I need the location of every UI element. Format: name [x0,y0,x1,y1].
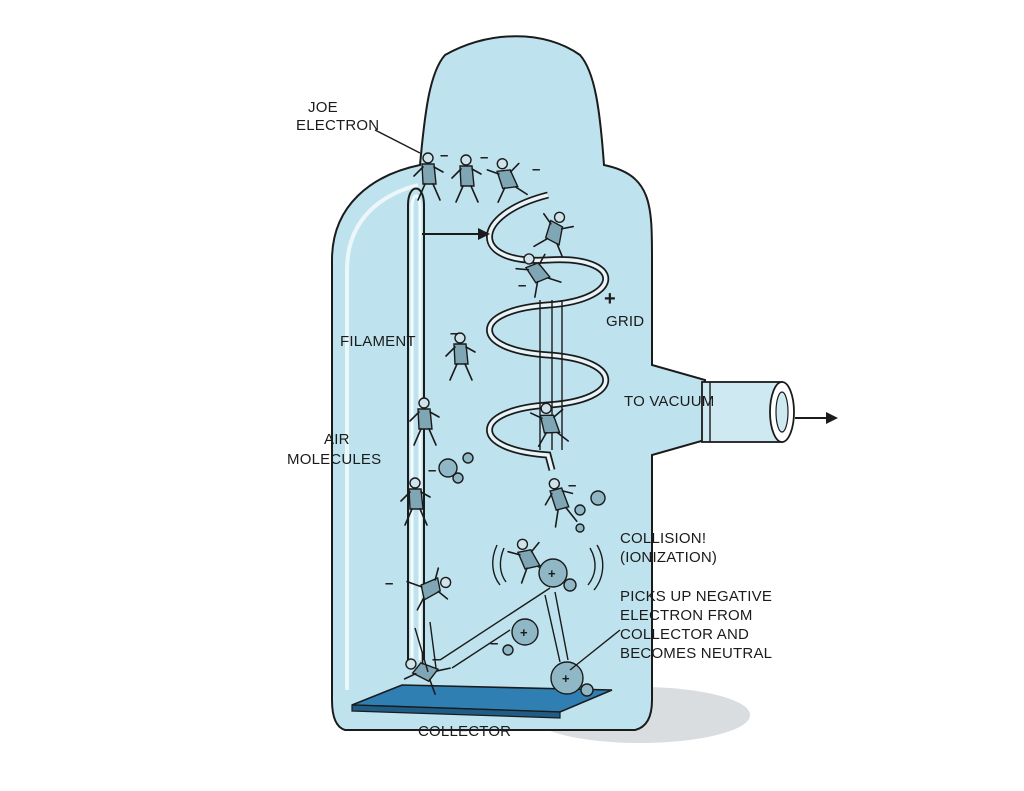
filament [407,187,425,660]
charge-signs: – – – – – – – – – – + + + + [385,147,616,686]
air-label-line1: AIR [324,431,350,448]
minus-sign: – [532,161,540,178]
leader-lines [374,129,621,671]
minus-sign: – [428,462,436,479]
picks-label-line4: BECOMES NEUTRAL [620,645,772,662]
labels: JOE ELECTRON FILAMENT AIR MOLECULES GRID… [287,99,772,740]
vacuum-arrow [795,412,838,424]
minus-sign: – [480,149,488,166]
picks-label-line2: ELECTRON FROM [620,607,753,624]
grid-plus-sign: + [604,288,616,310]
picks-label-line3: COLLECTOR AND [620,626,749,643]
collision-label-line1: COLLISION! [620,530,706,547]
collision-lines [414,544,604,673]
plus-sign: + [562,671,570,686]
air-label-line2: MOLECULES [287,451,381,468]
plus-sign: + [520,625,528,640]
electron-flow-arrow [422,228,490,240]
glass-highlight [345,183,419,690]
joe-label-line2: ELECTRON [296,117,379,134]
glass-bottle [331,35,706,731]
minus-sign: – [568,477,576,494]
minus-sign: – [450,325,458,342]
minus-sign: – [490,635,498,652]
joe-label-line1: JOE [308,99,338,116]
air-molecules [438,452,606,697]
minus-sign: – [518,277,526,294]
plus-sign: + [548,566,556,581]
to-vacuum-label: TO VACUUM [624,393,714,410]
grid-label: GRID [606,313,644,330]
filament-label: FILAMENT [340,333,416,350]
collision-label-line2: (IONIZATION) [620,549,717,566]
minus-sign: – [432,651,440,668]
minus-sign: – [440,147,448,164]
collector-plate [351,684,613,719]
picks-label-line1: PICKS UP NEGATIVE [620,588,772,605]
collector-label: COLLECTOR [418,723,511,740]
vacuum-pipe [701,381,795,443]
minus-sign: – [385,575,393,592]
